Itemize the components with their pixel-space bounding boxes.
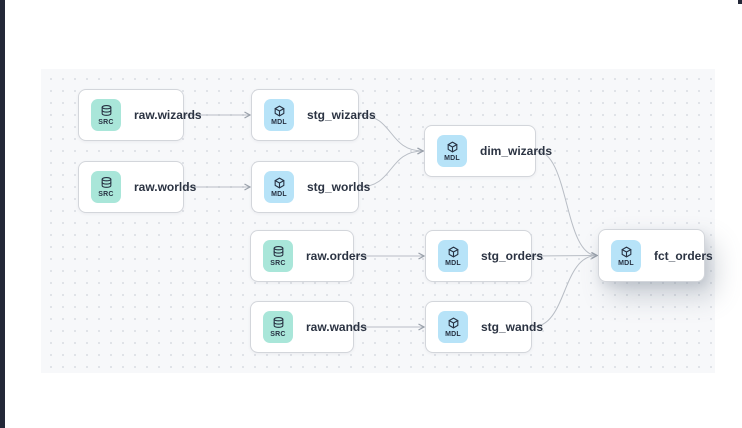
node-type-label: SRC: [270, 260, 286, 267]
cube-icon: [620, 245, 633, 259]
node-name-label: stg_worlds: [307, 180, 371, 194]
cube-icon: [273, 176, 286, 190]
graph-node-raw.wizards[interactable]: SRC raw.wizards: [78, 89, 202, 141]
node-type-badge: MDL: [264, 171, 294, 203]
graph-node-raw.worlds[interactable]: SRC raw.worlds: [78, 161, 196, 213]
database-icon: [272, 316, 285, 330]
cube-icon: [273, 104, 286, 118]
database-icon: [100, 104, 113, 118]
window-edge-strip: [0, 0, 5, 428]
corner-artifact: [738, 0, 742, 4]
node-type-badge: MDL: [438, 240, 468, 272]
node-name-label: stg_wands: [481, 320, 544, 334]
node-name-label: raw.wizards: [134, 108, 202, 122]
node-name-label: fct_orders: [654, 248, 713, 263]
database-icon: [272, 245, 285, 259]
node-type-label: SRC: [98, 191, 114, 198]
cube-icon: [447, 245, 460, 259]
cube-icon: [447, 316, 460, 330]
node-type-badge: SRC: [263, 240, 293, 272]
node-name-label: raw.worlds: [134, 180, 197, 194]
node-type-label: MDL: [445, 260, 461, 267]
node-name-label: dim_wizards: [480, 144, 553, 158]
node-type-badge: SRC: [263, 311, 293, 343]
graph-node-stg_wands[interactable]: MDL stg_wands: [425, 301, 543, 353]
node-type-badge: MDL: [264, 99, 294, 131]
node-type-label: MDL: [271, 191, 287, 198]
node-name-label: stg_wizards: [307, 108, 376, 122]
graph-node-raw.orders[interactable]: SRC raw.orders: [250, 230, 367, 282]
cube-icon: [446, 140, 459, 154]
graph-node-dim_wizards[interactable]: MDL dim_wizards: [424, 125, 552, 177]
node-name-label: stg_orders: [481, 249, 544, 263]
graph-node-raw.wands[interactable]: SRC raw.wands: [250, 301, 367, 353]
node-type-label: MDL: [444, 155, 460, 162]
graph-node-stg_wizards[interactable]: MDL stg_wizards: [251, 89, 376, 141]
node-type-label: MDL: [445, 331, 461, 338]
node-type-label: MDL: [618, 259, 634, 267]
graph-node-stg_worlds[interactable]: MDL stg_worlds: [251, 161, 370, 213]
graph-node-stg_orders[interactable]: MDL stg_orders: [425, 230, 543, 282]
node-type-badge: MDL: [438, 311, 468, 343]
graph-node-fct_orders[interactable]: MDL fct_orders: [598, 229, 713, 282]
node-type-badge: MDL: [437, 135, 467, 167]
node-name-label: raw.orders: [306, 249, 367, 263]
node-type-badge: SRC: [91, 171, 121, 203]
database-icon: [100, 176, 113, 190]
node-type-label: SRC: [270, 331, 286, 338]
node-type-label: MDL: [271, 119, 287, 126]
node-type-badge: MDL: [611, 239, 641, 272]
node-type-label: SRC: [98, 119, 114, 126]
node-name-label: raw.wands: [306, 320, 367, 334]
node-type-badge: SRC: [91, 99, 121, 131]
